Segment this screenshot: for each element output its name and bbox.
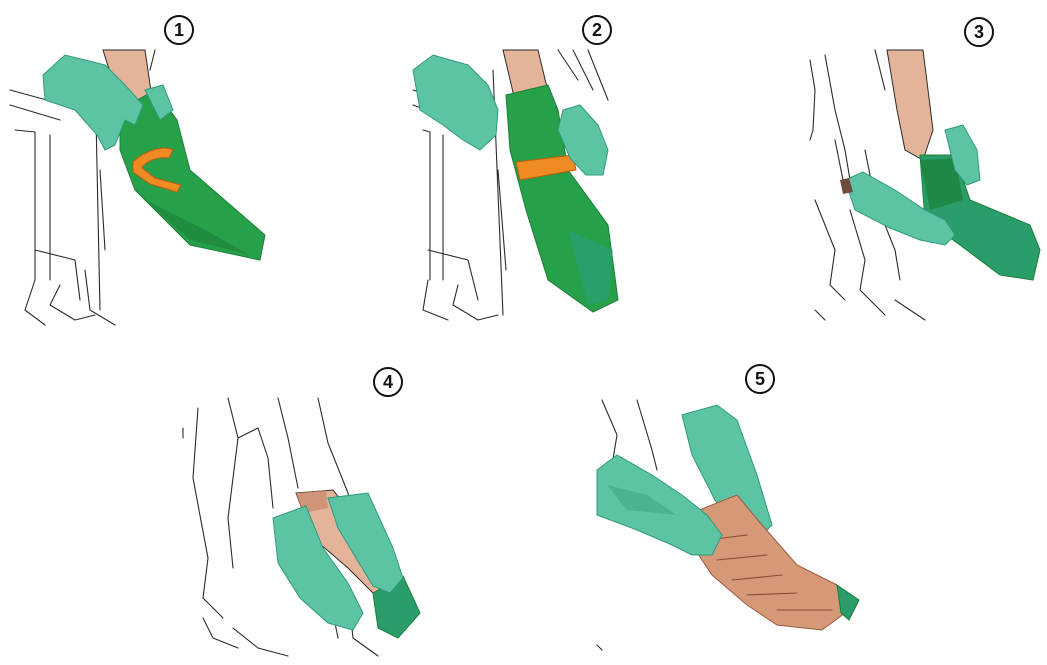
step-5-illustration	[597, 395, 867, 665]
step-3-number: 3	[964, 17, 994, 47]
step-3-illustration	[805, 50, 1045, 325]
step-2-number: 2	[582, 15, 612, 45]
step-5-number: 5	[745, 364, 775, 394]
step-4-number: 4	[373, 367, 403, 397]
step-2-illustration	[408, 50, 648, 325]
step-1-illustration	[5, 50, 275, 325]
step-1-number: 1	[164, 15, 194, 45]
step-4-illustration	[178, 398, 428, 658]
